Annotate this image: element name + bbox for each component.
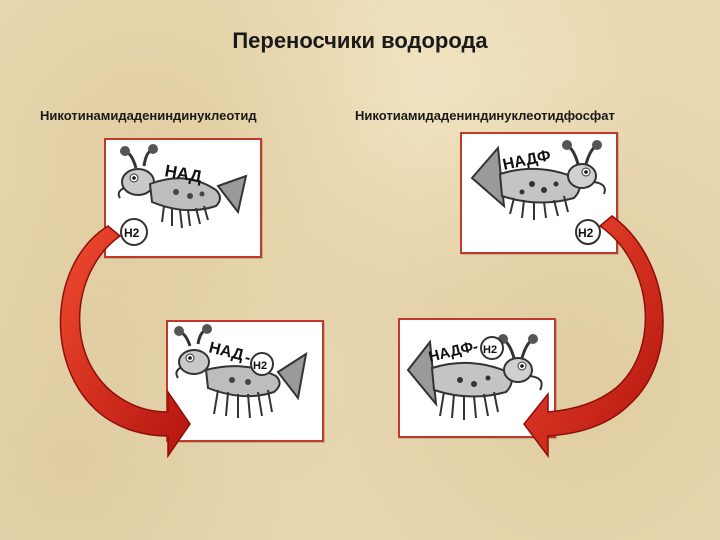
nadp-tag: НАДФ: [427, 338, 475, 366]
nadp-h2-card: НАДФ - H2: [398, 318, 556, 438]
nadp-creature-illustration: НАДФ H2: [470, 140, 606, 245]
svg-text:-: -: [471, 338, 480, 356]
nad-label: Никотинамидадениндинуклеотид: [40, 108, 257, 123]
svg-text:-: -: [243, 349, 252, 367]
nad-h2-card: НАД - H2: [166, 320, 324, 442]
nad-h2-creature-illustration: НАД - H2: [174, 324, 308, 419]
h2-bubble-text: H2: [124, 226, 140, 240]
nad-creature-illustration: НАД H2: [117, 144, 248, 246]
nadp-label: Никотиамидадениндинуклеотидфосфат: [355, 108, 615, 123]
nad-card-top: НАД H2: [104, 138, 262, 258]
slide-title: Переносчики водорода: [232, 28, 488, 53]
nadp-h2-creature-illustration: НАДФ - H2: [406, 334, 543, 420]
h2-bubble-text: H2: [483, 344, 497, 356]
h2-bubble-text: H2: [578, 226, 594, 240]
h2-bubble-text: H2: [253, 360, 267, 372]
nad-tag: НАД: [207, 339, 246, 364]
nadp-card-top: НАДФ H2: [460, 132, 618, 254]
